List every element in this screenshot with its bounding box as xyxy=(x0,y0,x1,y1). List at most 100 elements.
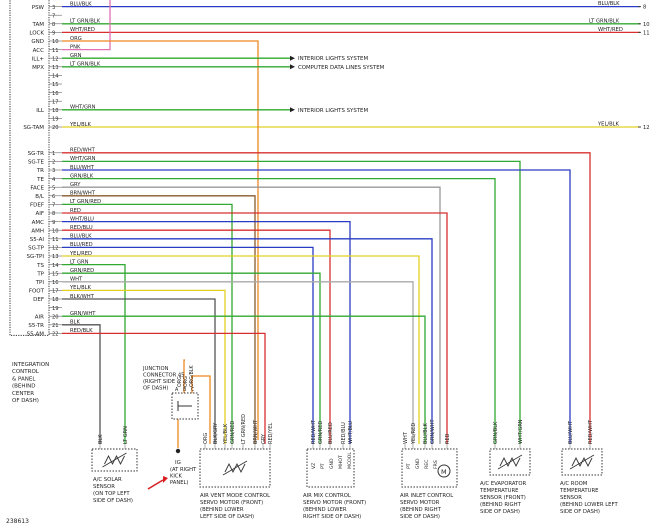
pin-number: 15 xyxy=(52,271,59,277)
right-page-number: 8 xyxy=(643,5,646,11)
component-wire-label: GRY xyxy=(261,433,267,444)
pin-number: 10 xyxy=(52,228,59,234)
pin-number: 17 xyxy=(52,289,59,295)
pin-number: 20 xyxy=(52,314,59,320)
ig-caption-line: PANEL) xyxy=(170,480,188,486)
pin-number: 13 xyxy=(52,65,59,71)
wire-color-label: LT GRN/RED xyxy=(70,199,101,205)
component-pin-label: VZ xyxy=(311,463,317,469)
component-wire-label: BLU/RED xyxy=(328,422,334,444)
pin-name: FOOT xyxy=(29,289,45,295)
wire-route xyxy=(62,160,521,444)
red-arrow-head xyxy=(163,476,168,483)
pin-number: 11 xyxy=(52,48,59,54)
motor-icon xyxy=(437,464,451,478)
component-caption-line: A/C EVAPORATOR xyxy=(480,481,526,487)
component-caption-line: SERVO MOTOR (FRONT) xyxy=(303,500,366,506)
system-reference: INTERIOR LIGHTS SYSTEM xyxy=(298,108,368,114)
pin-number: 7 xyxy=(52,13,55,19)
arrow-icon xyxy=(290,64,295,70)
wire-color-label: GRN xyxy=(70,53,82,59)
pin-number: 22 xyxy=(52,332,59,338)
wire-route xyxy=(62,272,321,444)
pin-name: S5-AM xyxy=(27,332,45,338)
wire-color-label: WHT/BLU xyxy=(70,216,94,222)
arrow-icon xyxy=(290,107,295,113)
pin-number: 10 xyxy=(52,39,59,45)
component-pin-label: REC xyxy=(424,460,430,469)
pin-number: 16 xyxy=(52,280,59,286)
pin-number: 12 xyxy=(52,246,59,252)
wire-color-label: WHT/GRN xyxy=(70,156,96,162)
red-pointer-arrow xyxy=(147,479,164,490)
wire-color-label: RED/BLU xyxy=(70,225,93,231)
wire-color-label: BLK xyxy=(70,320,80,326)
pin-number: 21 xyxy=(52,323,59,329)
component-wire-label: WHT xyxy=(403,431,409,444)
wire-color-label: YEL/BLK xyxy=(69,122,92,128)
pin-number: 9 xyxy=(52,220,55,226)
thermistor-arrow xyxy=(222,460,248,476)
component-wire-label: LT GRN xyxy=(123,426,129,444)
right-page-number: 10 xyxy=(643,22,650,28)
wire-color-label: BLK/WHT xyxy=(70,294,95,300)
component-caption-line: SENSOR xyxy=(560,495,582,501)
component-caption-line: AIR MIX CONTROL xyxy=(303,493,351,499)
wire-org-long xyxy=(62,40,259,440)
component-wire-label: LT GRN/RED xyxy=(241,414,247,444)
component-caption-line: SENSOR (FRONT) xyxy=(480,495,526,501)
wire-color-label: WHT/RED xyxy=(70,27,95,33)
pin-name: TR xyxy=(36,168,44,174)
component-wire-label: ORG xyxy=(203,433,209,444)
component-wire-label: YEL/BLK xyxy=(223,423,229,445)
pin-name: AIF xyxy=(35,211,44,217)
module-caption-line: CONTROL xyxy=(12,369,40,375)
pin-number: 18 xyxy=(52,297,59,303)
right-wire-label: BLU/BLK xyxy=(598,1,620,7)
pin-number: 20 xyxy=(52,125,59,131)
pin-number: 19 xyxy=(52,117,59,123)
pin-number: 12 xyxy=(52,56,59,62)
pin-name: SG-TE xyxy=(28,160,45,166)
junction-wire-org xyxy=(183,359,185,393)
pin-number: 11 xyxy=(52,237,59,243)
component-caption-line: (BEHIND LOWER xyxy=(303,507,347,513)
pin-name: TAM xyxy=(32,22,45,28)
wire-color-label: WHT xyxy=(70,277,83,283)
right-wire-label: WHT/RED xyxy=(598,27,623,33)
component-wire-label: RED/WHT xyxy=(311,419,317,444)
pin-name: FACE xyxy=(30,185,44,191)
component-caption-line: SIDE OF DASH) xyxy=(480,509,520,515)
module-caption-line: (BEHIND xyxy=(12,384,36,390)
pin-number: 18 xyxy=(52,108,59,114)
wire-color-label: YEL/BLK xyxy=(69,285,92,291)
pin-name: AIR xyxy=(35,314,44,320)
pin-number: 13 xyxy=(52,254,59,260)
component-caption-line: (BEHIND LOWER LEFT xyxy=(560,502,618,508)
pin-name: S5-AI xyxy=(30,237,45,243)
component-caption-line: SERVO MOTOR (FRONT) xyxy=(200,500,263,506)
diagram-id: 238613 xyxy=(6,518,29,525)
pin-number: 3 xyxy=(52,5,55,11)
component-wire-label: GRN/RED xyxy=(230,421,236,444)
component-wire-label: BRN/WHT xyxy=(253,419,259,444)
wire-color-label: YEL/RED xyxy=(69,251,92,257)
pin-number: 14 xyxy=(52,74,59,80)
pin-number: 8 xyxy=(52,211,55,217)
junction-wire-label: ORG xyxy=(183,376,189,387)
component-wire-label: BLK/GRY xyxy=(213,422,219,444)
pin-number: 16 xyxy=(52,91,59,97)
thermistor-arrow xyxy=(497,454,523,470)
component-caption-line: RIGHT SIDE OF DASH) xyxy=(303,514,361,520)
component-caption-line: LEFT SIDE OF DASH) xyxy=(200,514,254,520)
pin-name: B/L xyxy=(35,194,45,200)
pin-name: SG-TP xyxy=(28,246,45,252)
thermistor-arrow xyxy=(102,452,127,468)
wire-route xyxy=(62,152,591,444)
wire-color-label: LT GRN/BLK xyxy=(70,62,101,68)
airmix-box xyxy=(306,448,355,488)
junction-caption-line: JUNCTION xyxy=(142,366,169,372)
component-caption-line: AIR INLET CONTROL xyxy=(400,493,453,499)
